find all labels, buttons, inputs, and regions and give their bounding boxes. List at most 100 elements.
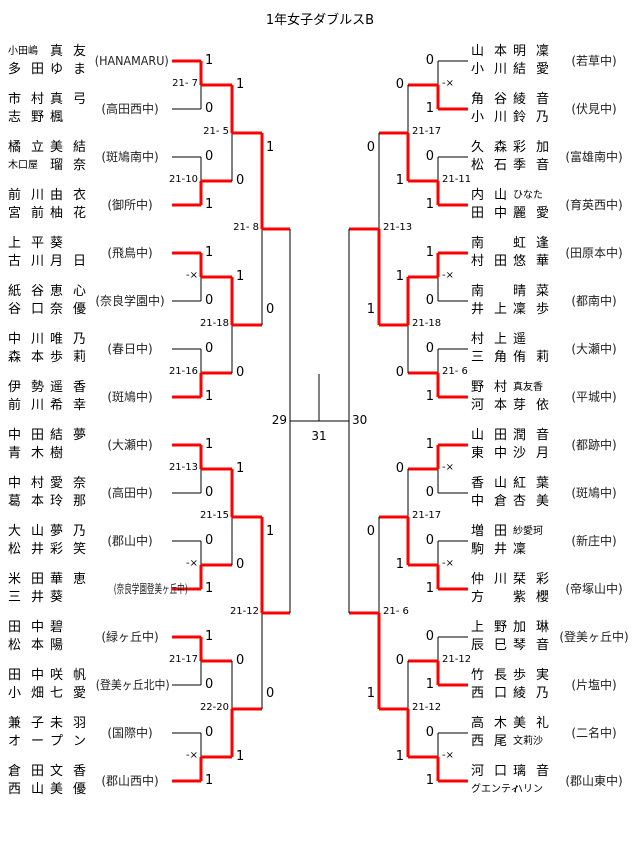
entry-score: 0 <box>205 341 214 356</box>
player-name: 宮前柚花 <box>8 206 86 222</box>
given-name: 琴音 <box>513 638 549 653</box>
family-name: 田中 <box>8 620 44 635</box>
family-name: 村上 <box>471 332 507 347</box>
player-name: オープン <box>8 734 86 750</box>
round2-score: 1 <box>395 173 404 188</box>
player-name: 南晴菜 <box>471 284 549 300</box>
given-name: 華恵 <box>50 572 86 587</box>
family-name: 香山 <box>471 476 507 491</box>
given-name: 明凜 <box>513 44 549 59</box>
family-name: 宮前 <box>8 206 44 221</box>
round3-score: 1 <box>366 686 375 701</box>
family-name: 古川 <box>8 254 44 269</box>
player-name: 橘立美結 <box>8 140 86 156</box>
school-label: (二名中) <box>571 726 617 740</box>
given-name: ひなた <box>513 190 543 201</box>
match-score-label: 21- 5 <box>203 126 229 137</box>
round2-score: 0 <box>236 653 245 668</box>
school-label: (若草中) <box>571 54 617 68</box>
match-number: 30 <box>352 413 368 427</box>
school-name: (登美ヶ丘中) <box>556 629 632 645</box>
school-label: (登美ヶ丘北中) <box>95 678 170 692</box>
given-name: 悠華 <box>513 254 549 269</box>
player-name: 山田潤音 <box>471 428 549 444</box>
family-name: 森本 <box>8 350 44 365</box>
round3-score: 0 <box>366 524 375 539</box>
player-name: 森本歩莉 <box>8 350 86 366</box>
school-name: (奈良学園登美ヶ丘中) <box>92 581 188 597</box>
family-name: 角谷 <box>471 92 507 107</box>
family-name: 木口屋 <box>8 160 38 171</box>
player-name: 高木美礼 <box>471 716 549 732</box>
school-name: (若草中) <box>556 53 632 69</box>
family-name: 増田 <box>471 524 507 539</box>
entry-score: 1 <box>205 629 214 644</box>
school-name: (緑ヶ丘中) <box>92 629 168 645</box>
school-name: (平城中) <box>556 389 632 405</box>
match-score-label: 21-17 <box>412 126 442 137</box>
given-name: 美優 <box>50 782 86 797</box>
match-score-label: 21-12 <box>229 606 259 617</box>
school-name: (春日中) <box>92 341 168 357</box>
player-name: 東中沙月 <box>471 446 549 462</box>
given-name: ハリン <box>513 784 543 795</box>
family-name: 西山 <box>8 782 44 797</box>
player-name: 井上凜歩 <box>471 302 549 318</box>
entry-score: 0 <box>425 485 434 500</box>
school-name: (大瀬中) <box>556 341 632 357</box>
school-label: (HANAMARU) <box>94 54 169 68</box>
given-name: 真弓 <box>50 92 86 107</box>
given-name: 季音 <box>513 158 549 173</box>
given-name: 歩莉 <box>50 350 86 365</box>
round2-score: 0 <box>395 461 404 476</box>
family-name: 上平 <box>8 236 44 251</box>
given-name: 希幸 <box>50 398 86 413</box>
family-name: 仲川 <box>471 572 507 587</box>
entry-score: 0 <box>425 149 434 164</box>
match-score-label: 21- 8 <box>233 222 259 233</box>
player-name: 村田悠華 <box>471 254 549 270</box>
family-name: 辰巳 <box>471 638 507 653</box>
player-name: 上野加琳 <box>471 620 549 636</box>
match-score-label: 21- 6 <box>442 366 468 377</box>
player-name: 辰巳琴音 <box>471 638 549 654</box>
entry-score: 1 <box>205 197 214 212</box>
school-label: (伏見中) <box>571 102 617 116</box>
given-name: 鈴乃 <box>513 110 549 125</box>
match-score-label: 21-16 <box>168 366 198 377</box>
player-name: 三井葵 <box>8 590 86 606</box>
player-name: 松石季音 <box>471 158 549 174</box>
player-name: 香山紅葉 <box>471 476 549 492</box>
match-score-label: 21-18 <box>199 318 229 329</box>
entry-score: 1 <box>425 773 434 788</box>
given-name: ゆま <box>50 62 86 77</box>
entry-score: 1 <box>425 389 434 404</box>
given-name: 潤音 <box>513 428 549 443</box>
player-name: 村上遥 <box>471 332 549 348</box>
school-name: (伏見中) <box>556 101 632 117</box>
family-name: 小田嶋 <box>8 46 38 57</box>
school-label: (御所中) <box>107 198 153 212</box>
given-name: 彩加 <box>513 140 549 155</box>
given-name: 晴菜 <box>513 284 549 299</box>
school-label: (富雄南中) <box>565 150 623 164</box>
school-name: (都南中) <box>556 293 632 309</box>
family-name: 兼子 <box>8 716 44 731</box>
player-name: 紙谷恵心 <box>8 284 86 300</box>
school-label: (斑鳩南中) <box>101 150 159 164</box>
school-name: (HANAMARU) <box>92 53 169 69</box>
match-score-label: 21-13 <box>168 462 198 473</box>
entry-score: 1 <box>205 437 214 452</box>
given-name: 遥香 <box>50 380 86 395</box>
round2-score: 1 <box>236 749 245 764</box>
entry-score: 1 <box>205 53 214 68</box>
family-name: 方 <box>471 590 485 605</box>
family-name: 谷口 <box>8 302 44 317</box>
entry-score: 0 <box>425 53 434 68</box>
family-name: オー <box>8 734 44 749</box>
player-name: 前川由衣 <box>8 188 86 204</box>
given-name: 咲帆 <box>50 668 86 683</box>
player-name: 野村真友香 <box>471 380 549 396</box>
family-name: 村田 <box>471 254 507 269</box>
family-name: 河本 <box>471 398 507 413</box>
